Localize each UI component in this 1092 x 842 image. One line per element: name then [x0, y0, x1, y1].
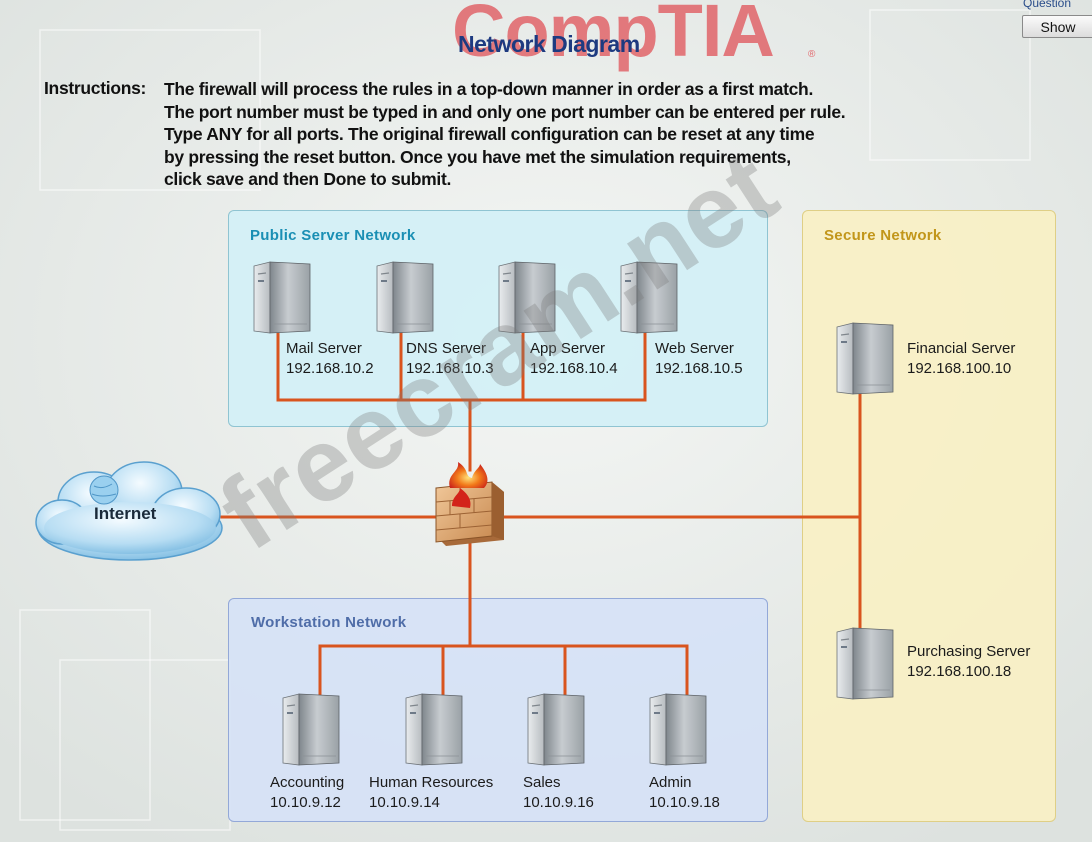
app-server-icon: [497, 260, 557, 335]
mail-server-icon: [252, 260, 312, 335]
instructions-label: Instructions:: [44, 78, 147, 98]
workstation-name: Admin: [649, 774, 692, 791]
instructions-line: The firewall will process the rules in a…: [164, 79, 814, 99]
comptia-logo: CompTIA: [452, 0, 775, 72]
dns-server-icon: [375, 260, 435, 335]
dns-server-label: DNS Server 192.168.10.3: [406, 339, 494, 379]
server-name: Purchasing Server: [907, 643, 1031, 660]
server-ip: 192.168.100.10: [907, 360, 1012, 377]
server-name: Web Server: [655, 340, 734, 357]
human-resources-workstation-icon: [404, 692, 464, 767]
page-title: Network Diagram: [458, 31, 640, 57]
web-server-icon: [619, 260, 679, 335]
internet-label: Internet: [94, 504, 157, 523]
instructions-line: The port number must be typed in and onl…: [164, 101, 846, 122]
firewall-icon: [435, 462, 504, 546]
server-name: Financial Server: [907, 340, 1016, 357]
web-server-label: Web Server 192.168.10.5: [655, 339, 743, 379]
show-button[interactable]: Show: [1022, 15, 1092, 38]
accounting-label: Accounting 10.10.9.12: [270, 773, 344, 813]
sales-label: Sales 10.10.9.16: [523, 773, 594, 813]
secure-network-title: Secure Network: [824, 227, 942, 244]
financial-server-icon: [835, 321, 895, 396]
public-network-title: Public Server Network: [250, 227, 416, 244]
workstation-ip: 10.10.9.18: [649, 794, 720, 811]
registered-mark: ®: [808, 49, 816, 60]
workstation-name: Accounting: [270, 774, 345, 791]
question-label: Question: [1023, 0, 1072, 10]
server-ip: 192.168.10.4: [530, 360, 618, 377]
instructions-text: The firewall will process the rules in a…: [164, 78, 994, 191]
instructions-line: Type ANY for all ports. The original fir…: [164, 124, 815, 145]
workstation-network-title: Workstation Network: [251, 614, 407, 631]
human-resources-label: Human Resources 10.10.9.14: [369, 773, 493, 813]
server-name: App Server: [530, 340, 606, 357]
app-server-label: App Server 192.168.10.4: [530, 339, 618, 379]
admin-workstation-icon: [648, 692, 708, 767]
workstation-ip: 10.10.9.14: [369, 794, 440, 811]
sales-workstation-icon: [526, 692, 586, 767]
purchasing-server-label: Purchasing Server 192.168.100.18: [907, 642, 1030, 682]
server-name: Mail Server: [286, 340, 362, 357]
admin-label: Admin 10.10.9.18: [649, 773, 720, 813]
workstation-name: Sales: [523, 774, 561, 791]
purchasing-server-icon: [835, 626, 895, 701]
server-ip: 192.168.10.5: [655, 360, 743, 377]
accounting-workstation-icon: [281, 692, 341, 767]
workstation-ip: 10.10.9.16: [523, 794, 594, 811]
internet-cloud-icon: [35, 461, 223, 561]
server-name: DNS Server: [406, 340, 487, 357]
workstation-ip: 10.10.9.12: [270, 794, 341, 811]
workstation-name: Human Resources: [369, 774, 494, 791]
public-server-network-zone: [228, 210, 768, 427]
server-ip: 192.168.10.3: [406, 360, 494, 377]
server-ip: 192.168.100.18: [907, 663, 1012, 680]
mail-server-label: Mail Server 192.168.10.2: [286, 339, 374, 379]
financial-server-label: Financial Server 192.168.100.10: [907, 339, 1015, 379]
instructions-line: by pressing the reset button. Once you h…: [164, 146, 791, 167]
instructions-line: click save and then Done to submit.: [164, 169, 452, 190]
server-ip: 192.168.10.2: [286, 360, 374, 377]
